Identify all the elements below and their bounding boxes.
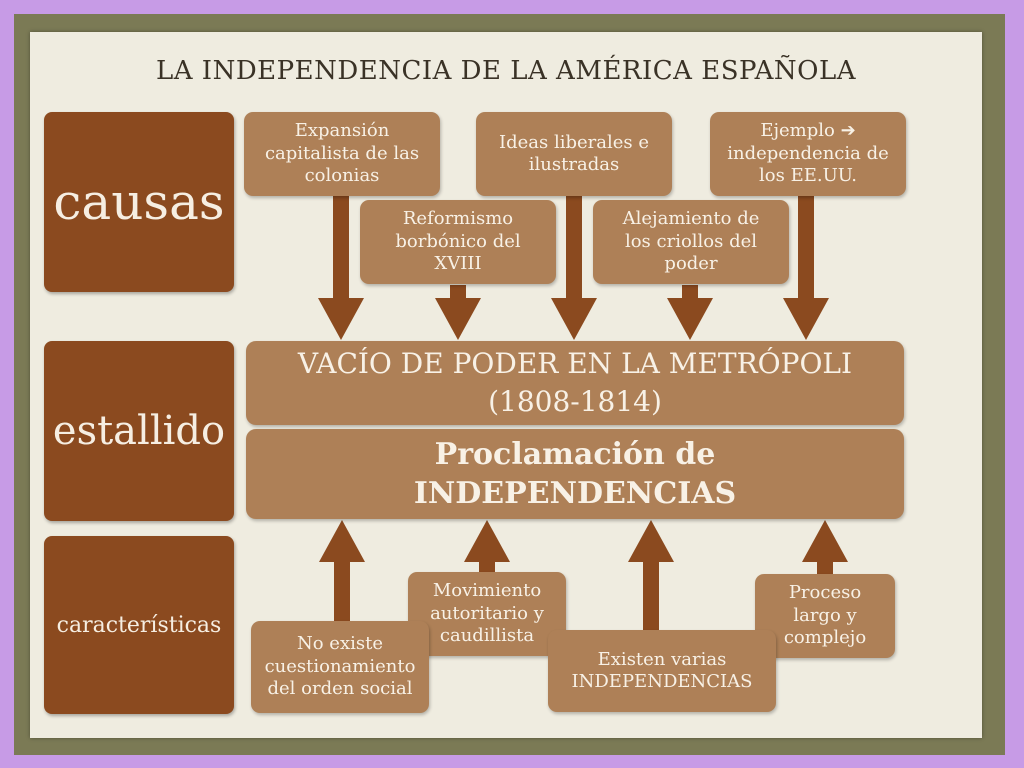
proclamacion-box: Proclamación de INDEPENDENCIAS — [246, 429, 904, 519]
cause-alejamiento-line-2: los criollos del — [624, 230, 758, 252]
cause-ideas-line-1: Ideas liberales e — [498, 131, 650, 153]
cause-ejemplo-line-2: independencia de — [727, 142, 889, 164]
feature-proceso-line-1: Proceso — [788, 582, 862, 604]
feature-box-movimiento: Movimiento autoritario y caudillista — [408, 572, 566, 656]
feature-movimiento-line-1: Movimiento — [432, 580, 542, 602]
arrow-down-ideas — [551, 195, 597, 340]
arrow-up-proceso — [802, 520, 848, 576]
feature-movimiento-line-3: caudillista — [439, 625, 535, 647]
cause-alejamiento-line-3: poder — [664, 253, 718, 275]
cause-alejamiento-line-1: Alejamiento de — [622, 208, 760, 230]
cause-reformismo-line-2: borbónico del — [395, 230, 521, 252]
feature-box-no-existe: No existe cuestionamiento del orden soci… — [251, 621, 429, 713]
section-label-estallido: estallido — [44, 341, 234, 521]
arrow-up-movimiento — [464, 520, 510, 574]
section-label-caracteristicas: características — [44, 536, 234, 714]
cause-ejemplo-line-3: los EE.UU. — [759, 165, 857, 187]
cause-box-ideas: Ideas liberales e ilustradas — [476, 112, 672, 196]
vacio-line-2: (1808-1814) — [488, 385, 662, 418]
feature-existen-line-2: INDEPENDENCIAS — [571, 671, 753, 692]
section-label-causas-text: causas — [53, 173, 225, 231]
section-label-estallido-text: estallido — [52, 408, 226, 454]
cause-reformismo-line-1: Reformismo — [402, 208, 514, 230]
diagram-title: LA INDEPENDENCIA DE LA AMÉRICA ESPAÑOLA — [156, 56, 856, 86]
cause-box-expansion: Expansión capitalista de las colonias — [244, 112, 440, 196]
cause-expansion-line-1: Expansión — [294, 120, 390, 142]
proclamacion-line-2: INDEPENDENCIAS — [413, 476, 737, 511]
feature-box-existen: Existen varias INDEPENDENCIAS — [548, 630, 776, 712]
feature-existen-line-1: Existen varias — [597, 648, 727, 670]
arrow-down-reformismo — [435, 285, 481, 340]
cause-box-reformismo: Reformismo borbónico del XVIII — [360, 200, 556, 284]
arrow-up-existen — [628, 520, 674, 630]
section-label-causas: causas — [44, 112, 234, 292]
cause-ejemplo-line-1: Ejemplo ➔ — [760, 120, 856, 142]
arrow-down-alejamiento — [667, 285, 713, 340]
cause-ideas-line-2: ilustradas — [528, 154, 620, 175]
vacio-de-poder-box: VACÍO DE PODER EN LA METRÓPOLI (1808-181… — [246, 341, 904, 425]
cause-expansion-line-2: capitalista de las — [264, 142, 420, 164]
section-label-caracteristicas-text: características — [56, 612, 222, 638]
cause-box-ejemplo: Ejemplo ➔ independencia de los EE.UU. — [710, 112, 906, 196]
arrow-down-ejemplo — [783, 195, 829, 340]
feature-no-existe-line-3: del orden social — [267, 678, 413, 700]
feature-box-proceso: Proceso largo y complejo — [755, 574, 895, 658]
proclamacion-line-1: Proclamación de — [434, 437, 716, 472]
feature-movimiento-line-2: autoritario y — [430, 602, 544, 624]
arrow-down-expansion — [318, 195, 364, 340]
arrow-up-no-existe — [319, 520, 365, 622]
feature-proceso-line-3: complejo — [783, 627, 867, 649]
vacio-line-1: VACÍO DE PODER EN LA METRÓPOLI — [297, 347, 853, 381]
cause-box-alejamiento: Alejamiento de los criollos del poder — [593, 200, 789, 284]
cause-reformismo-line-3: XVIII — [434, 253, 482, 275]
feature-proceso-line-2: largo y — [793, 604, 857, 626]
cause-expansion-line-3: colonias — [304, 165, 380, 187]
feature-no-existe-line-2: cuestionamiento — [264, 655, 416, 677]
feature-no-existe-line-1: No existe — [296, 633, 383, 655]
